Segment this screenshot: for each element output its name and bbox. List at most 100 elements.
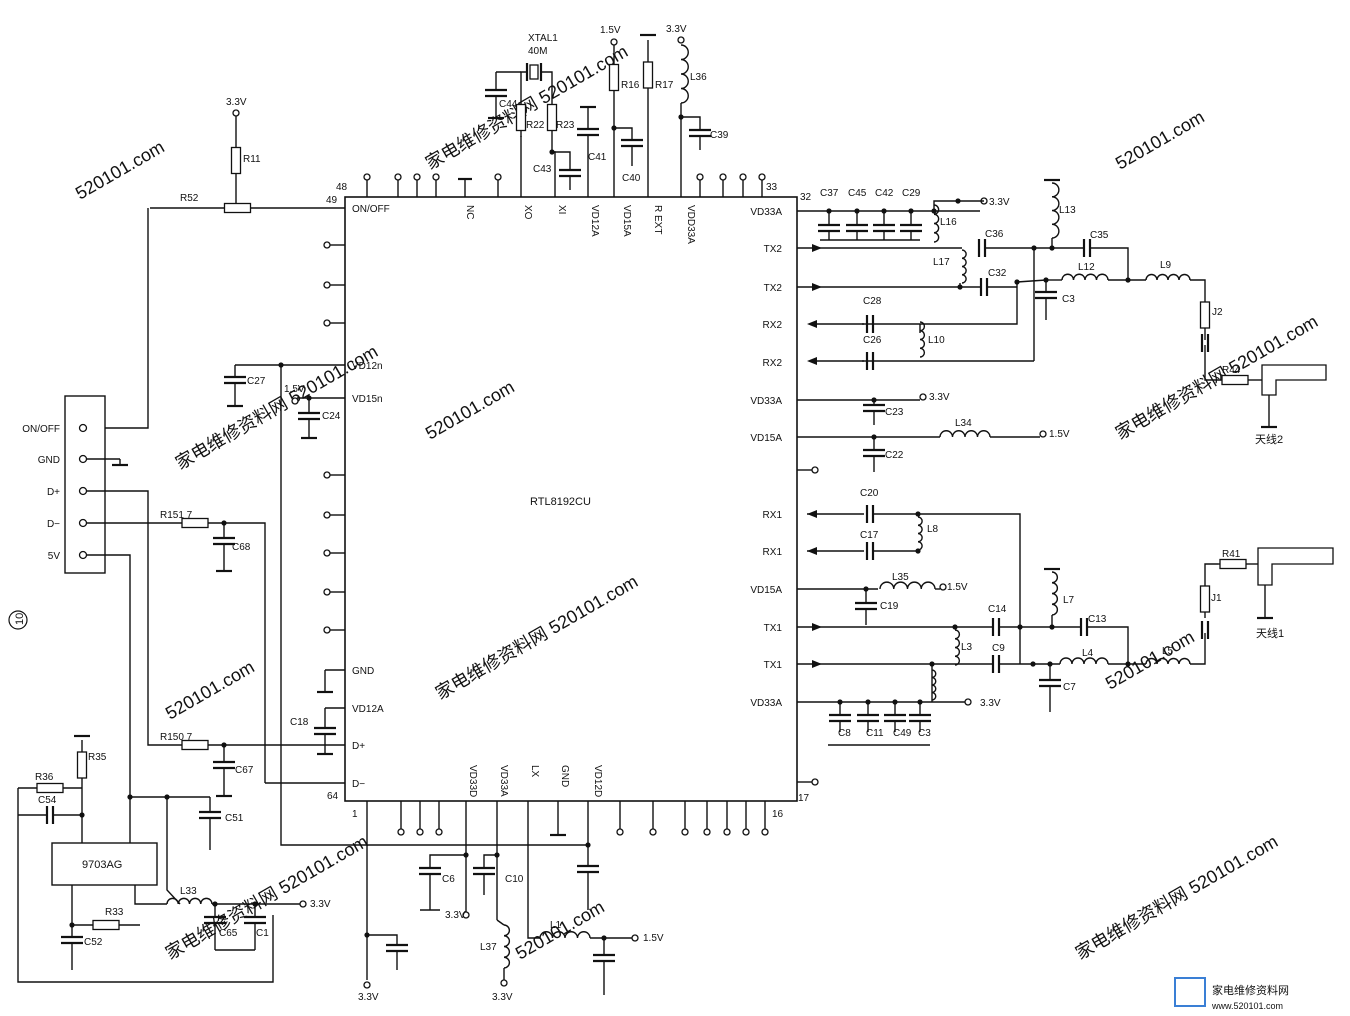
capacitor-label: C1 — [256, 928, 269, 939]
terminal — [811, 466, 819, 474]
inductor-label: L34 — [955, 418, 972, 429]
connector-pin-label: 5V — [48, 551, 61, 562]
terminal — [323, 511, 331, 519]
terminal — [742, 828, 750, 836]
capacitor-label: C7 — [1063, 682, 1076, 693]
capacitor-label: C39 — [710, 130, 729, 141]
terminal — [299, 900, 307, 908]
capacitor-label: C8 — [838, 728, 851, 739]
resistor-label: J2 — [1212, 307, 1223, 318]
capacitor-label: C24 — [322, 411, 341, 422]
ic-pin-label-bottom: LX — [529, 765, 540, 778]
capacitor-label: C45 — [848, 188, 867, 199]
inductor — [1051, 182, 1060, 239]
wire — [681, 116, 701, 130]
terminal — [78, 518, 88, 528]
wire — [1190, 633, 1206, 665]
ic-pin-label-right: VD33A — [750, 207, 782, 218]
terminal — [435, 828, 443, 836]
terminal — [811, 778, 819, 786]
inductor — [539, 931, 591, 939]
capacitor-label: C23 — [885, 407, 904, 418]
capacitor-label: C43 — [533, 164, 552, 175]
junction-dot — [1125, 661, 1131, 667]
ic-pin-label-left: GND — [352, 666, 374, 677]
pin-number-1: 1 — [352, 809, 358, 820]
watermark-text: 家电维修资料网 520101.com — [432, 571, 641, 703]
terminal — [610, 38, 618, 46]
capacitor-label: C22 — [885, 450, 904, 461]
inductor — [919, 321, 926, 358]
capacitor-label: C14 — [988, 604, 1007, 615]
signal-arrow — [807, 357, 817, 365]
capacitor-label: C28 — [863, 296, 882, 307]
resistor — [230, 146, 242, 175]
wire — [527, 801, 540, 939]
ic-pin-label-right: TX2 — [764, 283, 783, 294]
ic-pin-label-right: VD33A — [750, 698, 782, 709]
capacitor-label: C40 — [622, 173, 641, 184]
ic-pin-label-top: XO — [522, 205, 533, 220]
ic-pin-label-left: D− — [352, 779, 365, 790]
pin-number-48: 48 — [336, 182, 348, 193]
watermark-text: 520101.com — [1112, 107, 1208, 174]
terminal — [1039, 430, 1047, 438]
inductor-label: L8 — [927, 524, 939, 535]
signal-arrow — [812, 660, 822, 668]
capacitor-label: C6 — [442, 874, 455, 885]
connector-pin-label: D+ — [47, 487, 60, 498]
ic-pin-label-right: RX1 — [763, 510, 783, 521]
terminal — [323, 588, 331, 596]
capacitor-label: C65 — [219, 928, 238, 939]
terminal — [232, 109, 240, 117]
capacitor-label: C44 — [499, 99, 518, 110]
inductor — [961, 249, 967, 284]
rail-label: 3.3V — [226, 97, 247, 108]
inductor-label: L4 — [1082, 648, 1094, 659]
terminal — [677, 36, 685, 44]
resistor — [642, 61, 654, 89]
logo-text: 家电维修资料网 — [1212, 983, 1289, 997]
connector-number-circle — [8, 610, 28, 630]
capacitor-label: C13 — [1088, 614, 1107, 625]
wire — [496, 919, 505, 926]
rail-label: 1.5V — [284, 384, 305, 395]
pin-number-33: 33 — [766, 182, 778, 193]
pin-number-17: 17 — [798, 793, 810, 804]
resistor — [546, 103, 558, 132]
resistor-label: R36 — [35, 772, 54, 783]
rail-label: 3.3V — [310, 899, 331, 910]
terminal — [649, 828, 657, 836]
wire — [985, 247, 1035, 361]
terminal — [291, 397, 299, 405]
wire — [920, 282, 1018, 325]
rail-label: 3.3V — [989, 197, 1010, 208]
antenna-label: 天线2 — [1255, 432, 1283, 446]
wire-on-off — [100, 208, 149, 429]
ic-pin-label-top: XI — [556, 205, 567, 214]
rail-label: 1.5V — [1049, 429, 1070, 440]
inductor — [954, 629, 961, 666]
antenna-label: 天线1 — [1256, 626, 1284, 640]
wire — [1204, 345, 1220, 381]
wire — [483, 854, 497, 868]
terminal — [78, 423, 88, 433]
capacitor-label: C35 — [1090, 230, 1109, 241]
ic-body — [344, 196, 798, 802]
resistor — [1221, 374, 1249, 386]
logo-url: www.520101.com — [1211, 1001, 1283, 1011]
ic-name: RTL8192CU — [530, 496, 591, 508]
resistor-label: R41 — [1222, 549, 1241, 560]
inductor — [939, 430, 991, 438]
connector-number: 10 — [14, 613, 26, 625]
ic-pin-label-left: D+ — [352, 741, 365, 752]
terminal — [681, 828, 689, 836]
resistor-label: R11 — [243, 154, 261, 165]
logo-book-icon — [1174, 977, 1206, 1007]
terminal — [964, 698, 972, 706]
terminal — [323, 549, 331, 557]
inductor — [917, 516, 923, 551]
wire-dplus — [87, 490, 165, 746]
resistor — [1219, 558, 1247, 570]
